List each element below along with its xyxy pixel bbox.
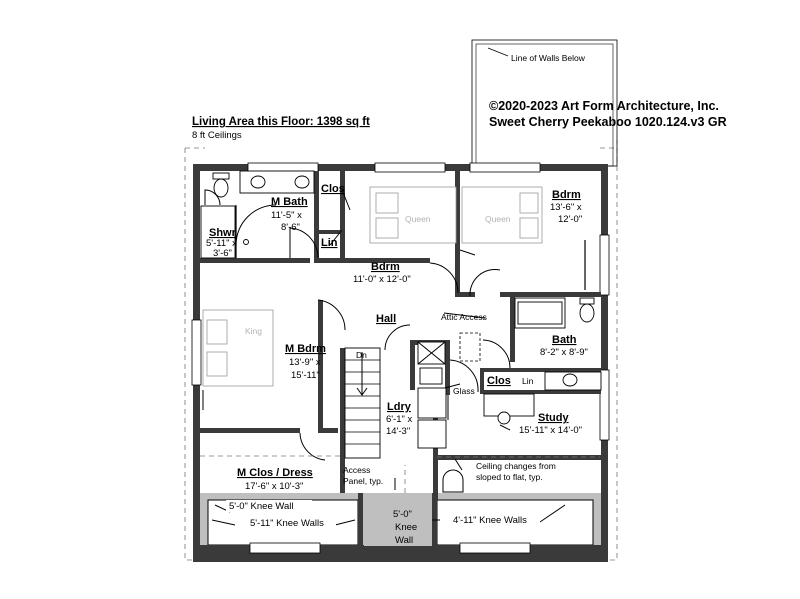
study-dim: 15'-11" x 14'-0" [519,425,582,436]
ceiling-lines [200,455,600,493]
living-area-text: Living Area this Floor: 1398 sq ft [192,116,370,128]
m-bath-dim1: 11'-5" x [271,210,302,221]
bath-dim: 8'-2" x 8'-9" [540,347,588,358]
bath-name: Bath [552,334,577,346]
ceiling-changes-note-1: Ceiling changes from [476,461,556,471]
interior-walls [200,171,601,545]
shwr-dim2: 3'-6" [213,248,232,259]
m-clos-name: M Clos / Dress [237,467,313,479]
attic-access-note: Attic Access [441,312,487,322]
knee-wall-label-2: 5'-11" Knee Walls [250,518,324,529]
access-panel-note-2: Panel, typ. [343,476,383,486]
walls-below-lines [184,140,618,561]
clos1-name: Clos [321,183,345,195]
ceilings-text: 8 ft Ceilings [192,130,242,141]
m-bdrm-name: M Bdrm [285,343,326,355]
knee-wall-label-1: 5'-0" Knee Wall [229,501,294,512]
access-panel-note-1: Access [343,465,370,475]
m-clos-dim: 17'-6" x 10'-3" [245,481,303,492]
line-of-walls-below-note: Line of Walls Below [511,53,586,63]
fixtures [200,170,602,493]
bdrm-right-dim1: 13'-6" x [550,202,582,213]
copyright-text: ©2020-2023 Art Form Architecture, Inc. [489,99,719,113]
king-bed-label: King [245,326,262,336]
queen-bed-label-1: Queen [405,214,431,224]
ceiling-changes-note-2: sloped to flat, typ. [476,472,543,482]
m-bdrm-dim1: 13'-9" x [289,357,321,368]
queen-bed-label-2: Queen [485,214,511,224]
m-bath-name: M Bath [271,196,308,208]
knee-wall-label-4: 4'-11" Knee Walls [453,515,527,526]
knee-wall-label-3a: 5'-0" [393,509,412,520]
knee-wall-label-3b: Knee [395,522,417,533]
ldry-dim1: 6'-1" x [386,414,413,425]
plan-name-text: Sweet Cherry Peekaboo 1020.124.v3 GR [489,115,727,129]
m-bdrm-dim2: 15'-11" [291,370,320,381]
study-name: Study [538,412,569,424]
m-bath-dim2: 8'-6" [281,222,300,233]
note-pointers [211,312,566,526]
lin1-name: Lin [321,237,338,249]
bdrm-center-dim: 11'-0" x 12'-0" [353,274,411,285]
shwr-name: Shwr [209,227,237,239]
dn-note: Dn [356,350,367,360]
glass-note: Glass [453,386,475,396]
ldry-dim2: 14'-3" [386,426,410,437]
shwr-dim1: 5'-11" x [206,238,237,249]
hall-name: Hall [376,313,396,325]
bdrm-right-name: Bdrm [552,189,581,201]
knee-wall-label-3c: Wall [395,535,413,546]
bdrm-center-name: Bdrm [371,261,400,273]
bdrm-right-dim2: 12'-0" [558,214,582,225]
lin2-name: Lin [522,376,534,386]
ldry-name: Ldry [387,401,412,413]
clos2-name: Clos [487,375,511,387]
